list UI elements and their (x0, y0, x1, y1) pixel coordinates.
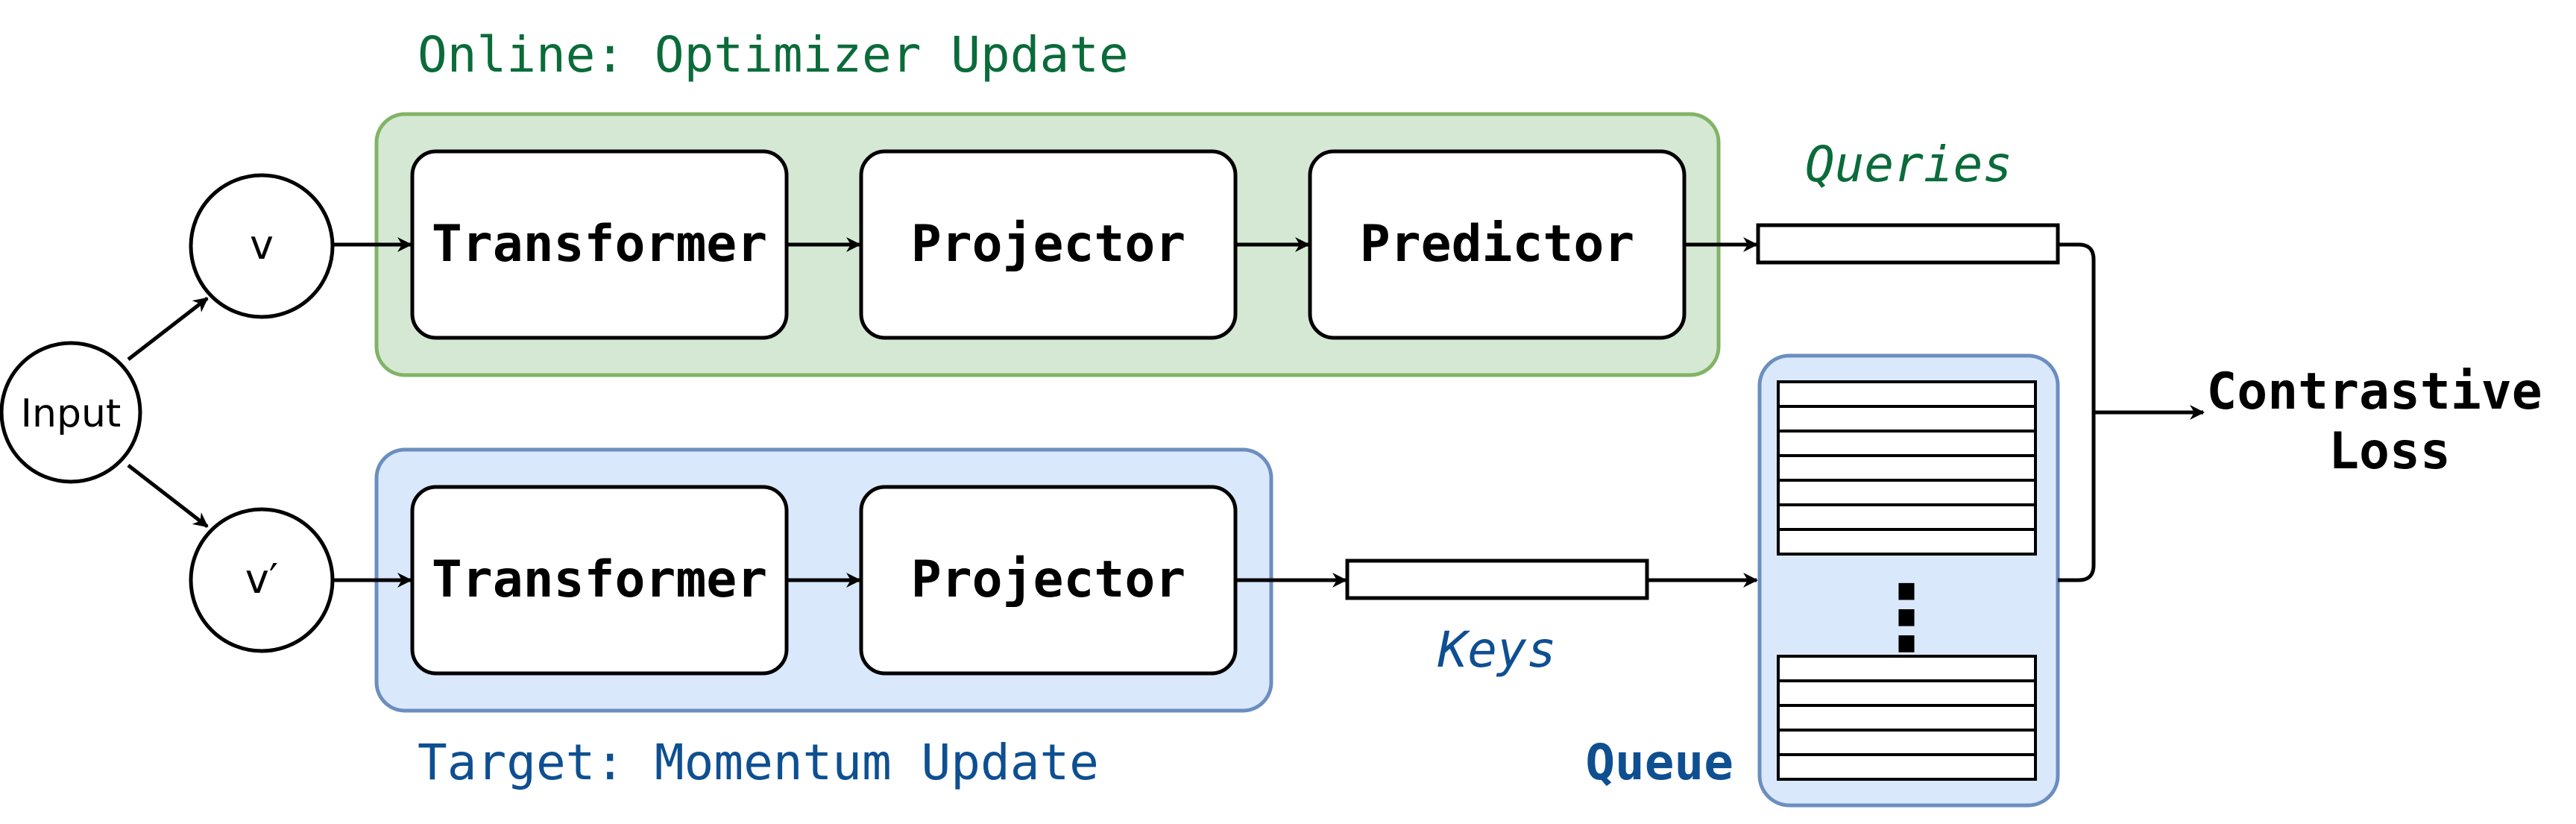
online-projector-label: Projector (911, 215, 1185, 274)
input-node (0, 341, 142, 484)
target-section-title: Target: Momentum Update (418, 734, 1099, 791)
queries-label: Queries (1805, 136, 2012, 193)
view-v-prime-label: v′ (245, 556, 278, 603)
view-v-label: v (250, 221, 274, 268)
queue-top-stack (1777, 380, 2037, 556)
connector-lines (127, 237, 2205, 588)
contrastive-loss-line1: Contrastive (2206, 362, 2542, 421)
contrastive-loss-line2: Loss (2328, 422, 2451, 481)
target-transformer-label: Transformer (432, 550, 767, 609)
input-node-label: Input (21, 391, 122, 436)
online-predictor-label: Predictor (1360, 215, 1634, 274)
online-transformer-label: Transformer (432, 215, 767, 274)
queue-bottom-stack (1777, 655, 2037, 781)
target-projector-label: Projector (911, 550, 1185, 609)
query-vector (1756, 223, 2060, 265)
keys-label: Keys (1437, 621, 1557, 679)
contrastive-loss-label: Contrastive Loss (2206, 362, 2572, 481)
online-section-title: Online: Optimizer Update (418, 26, 1129, 84)
queue-ellipsis: ⋮ (1862, 567, 1951, 670)
queue-label: Queue (1585, 734, 1733, 791)
key-vector (1345, 559, 1649, 600)
